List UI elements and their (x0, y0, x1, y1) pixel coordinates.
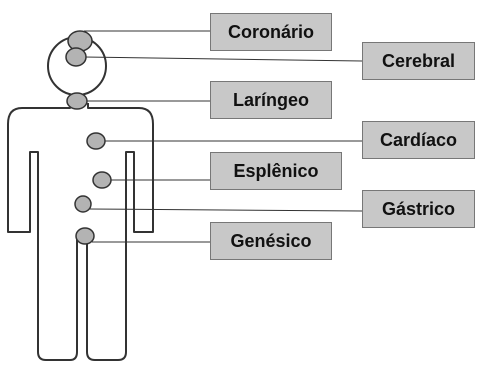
chakra-genesico (75, 227, 95, 245)
label-genesico: Genésico (210, 222, 332, 260)
connector-cerebral (83, 56, 363, 62)
connector-gastrico (87, 208, 363, 212)
label-cardiaco: Cardíaco (362, 121, 475, 159)
label-esplenico: Esplênico (210, 152, 342, 190)
connector-lines (83, 30, 363, 243)
chakra-points (65, 30, 112, 245)
label-gastrico: Gástrico (362, 190, 475, 228)
chakra-laringeo (66, 92, 88, 110)
chakra-esplenico (92, 171, 112, 189)
chakra-gastrico (74, 195, 92, 213)
label-cerebral: Cerebral (362, 42, 475, 80)
chakra-cardiaco (86, 132, 106, 150)
label-coronario: Coronário (210, 13, 332, 51)
chakra-cerebral (65, 47, 87, 67)
label-laringeo: Laríngeo (210, 81, 332, 119)
